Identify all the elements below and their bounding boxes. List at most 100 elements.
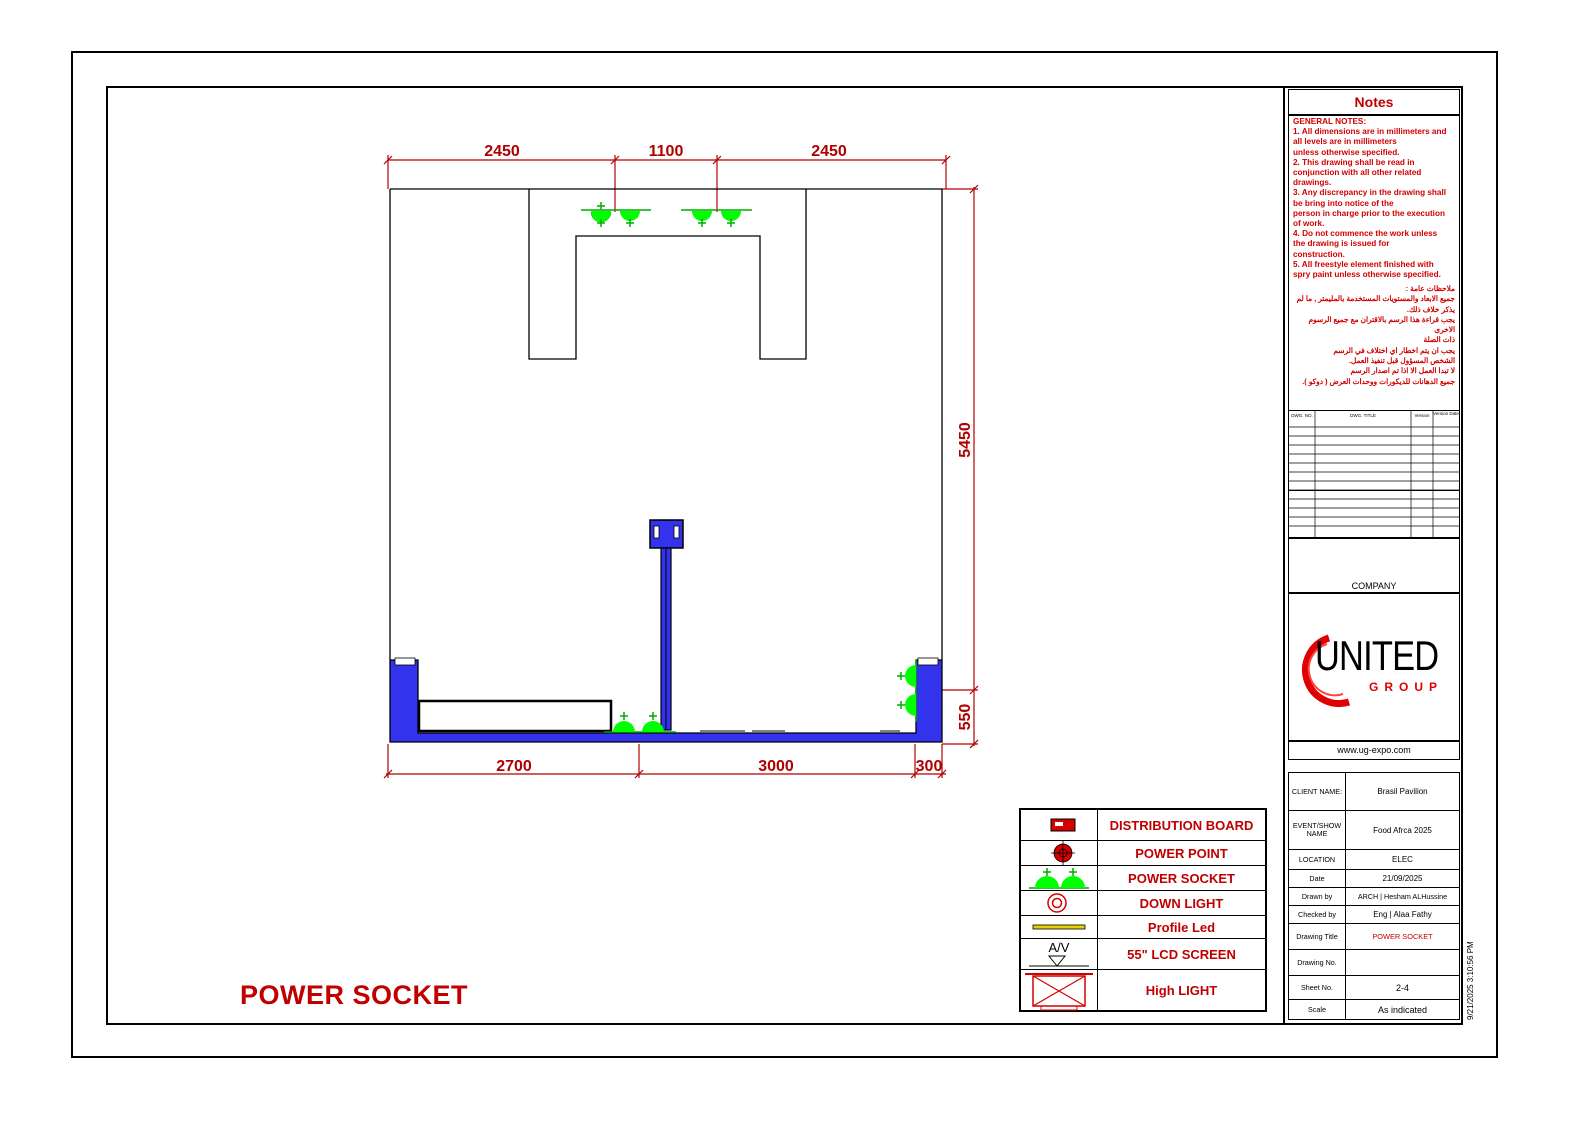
info-value: As indicated <box>1377 1004 1428 1015</box>
logo-word: UNITED <box>1315 632 1439 679</box>
legend-label: High LIGHT <box>1145 982 1218 998</box>
legend-row-down-light: DOWN LIGHT <box>1021 891 1265 916</box>
info-row-sheet-no: Sheet No. 2-4 <box>1289 976 1459 1000</box>
info-row-checked-by: Checked by Eng | Alaa Fathy <box>1289 906 1459 924</box>
website-box: www.ug-expo.com <box>1288 741 1460 760</box>
info-value: POWER SOCKET <box>1372 932 1433 941</box>
legend-label: 55" LCD SCREEN <box>1127 946 1236 962</box>
note-line: the drawing is issued for <box>1293 239 1390 249</box>
note-line: construction. <box>1293 249 1345 259</box>
info-row-location: LOCATION ELEC <box>1289 850 1459 870</box>
drawing-title: POWER SOCKET <box>240 980 469 1010</box>
dim-right-2: 550 <box>957 704 974 731</box>
info-key: Sheet No. <box>1289 976 1346 999</box>
counter-desk <box>417 699 613 733</box>
arabic-note-line: ملاحظات عامة : <box>1405 284 1455 293</box>
note-line: person in charge prior to the execution <box>1293 208 1445 218</box>
lcd-screen-stand <box>649 519 684 731</box>
top-dimension-line <box>383 155 951 212</box>
company-website: www.ug-expo.com <box>1337 745 1411 755</box>
info-key: Date <box>1289 870 1346 887</box>
info-value: 2-4 <box>1395 982 1409 993</box>
av-symbol-text: A/V <box>1049 940 1070 955</box>
legend-label: POWER SOCKET <box>1128 870 1235 886</box>
dim-bottom-2: 3000 <box>758 758 794 775</box>
note-line: be bring into notice of the <box>1293 198 1394 208</box>
info-key: LOCATION <box>1289 850 1346 869</box>
arabic-note-line: ذات الصلة <box>1423 335 1455 345</box>
sheet-outer-border <box>71 51 1498 1058</box>
info-key: Drawing No. <box>1289 950 1346 975</box>
revision-table: DWG. NO. DWG. TITLE Version Version Date <box>1288 410 1460 538</box>
info-value: Brasil Pavilion <box>1377 787 1428 796</box>
legend-row-profile-led: Profile Led <box>1021 916 1265 939</box>
arabic-note-line: الشخص المسؤول قبل تنفيذ العمل. <box>1348 356 1455 366</box>
general-notes-title: GENERAL NOTES: <box>1293 117 1367 126</box>
rev-header-no: DWG. NO. <box>1291 413 1313 418</box>
distribution-board-icon <box>1021 810 1098 840</box>
note-line: of work. <box>1293 219 1325 229</box>
rev-header-date: Version Date <box>1433 411 1459 416</box>
info-row-event: EVENT/SHOW NAME Food Afrca 2025 <box>1289 811 1459 850</box>
note-line: 3. Any discrepancy in the drawing shall <box>1293 188 1447 198</box>
rev-header-title: DWG. TITLE <box>1350 413 1376 418</box>
legend-label: DISTRIBUTION BOARD <box>1109 817 1254 833</box>
down-light-icon <box>1021 891 1098 915</box>
info-value <box>1346 950 1459 975</box>
revision-grid <box>1289 411 1459 537</box>
note-line: 5. All freestyle element finished with <box>1293 259 1434 269</box>
arabic-notes: ملاحظات عامة : جميع الابعاد والمستويات ا… <box>1293 284 1455 387</box>
dim-right-1: 5450 <box>957 422 974 458</box>
rev-header-version: Version <box>1414 413 1430 418</box>
right-dimension-line <box>940 184 979 749</box>
info-row-drawing-title: Drawing Title POWER SOCKET <box>1289 924 1459 950</box>
print-timestamp: 9/21/2025 3:10:56 PM <box>1466 941 1475 1020</box>
note-line: drawings. <box>1293 178 1332 188</box>
legend-row-power-point: POWER POINT <box>1021 841 1265 866</box>
company-logo-box: UNITED GROUP <box>1288 593 1460 741</box>
info-key: Drawn by <box>1289 888 1346 905</box>
arabic-note-line: يجب قراءة هذا الرسم بالاقتران مع جميع ال… <box>1308 314 1455 335</box>
company-label: COMPANY <box>1351 581 1397 591</box>
legend-label: POWER POINT <box>1135 845 1228 861</box>
lcd-screen-icon: A/V <box>1021 939 1098 969</box>
arabic-note-line: يذكر خلاف ذلك. <box>1406 304 1455 314</box>
sheet-inner-border <box>106 86 1463 1025</box>
info-row-date: Date 21/09/2025 <box>1289 870 1459 888</box>
legend-row-distribution-board: DISTRIBUTION BOARD <box>1021 810 1265 841</box>
notes-heading: Notes <box>1354 94 1394 110</box>
info-key: Drawing Title <box>1289 924 1346 949</box>
logo-subword: GROUP <box>1369 680 1444 694</box>
info-key: CLIENT NAME: <box>1289 773 1346 810</box>
top-power-sockets <box>581 201 752 227</box>
high-light-icon <box>1021 970 1098 1011</box>
note-line: all levels are in millimeters <box>1293 137 1397 147</box>
power-point-icon <box>1021 841 1098 865</box>
info-row-scale: Scale As indicated <box>1289 1000 1459 1019</box>
profile-led-icon <box>1021 916 1098 938</box>
right-power-sockets <box>897 660 917 722</box>
note-line: 2. This drawing shall be read in <box>1293 157 1415 167</box>
title-block: Notes GENERAL NOTES: 1. All dimensions a… <box>1283 86 1463 1025</box>
note-line: spry paint unless otherwise specified. <box>1293 270 1441 280</box>
info-key: EVENT/SHOW NAME <box>1289 811 1346 849</box>
united-group-logo <box>1301 634 1351 708</box>
general-notes: GENERAL NOTES: 1. All dimensions are in … <box>1293 117 1457 280</box>
project-info-table: CLIENT NAME: Brasil Pavilion EVENT/SHOW … <box>1288 772 1460 1020</box>
legend-table: DISTRIBUTION BOARD POWER POINT POWER SOC… <box>1019 808 1267 1012</box>
booth-outline <box>389 188 943 660</box>
info-row-client: CLIENT NAME: Brasil Pavilion <box>1289 773 1459 811</box>
legend-label: Profile Led <box>1147 919 1216 935</box>
info-value: ELEC <box>1392 855 1413 864</box>
dim-top-2: 1100 <box>649 143 684 160</box>
legend-row-power-socket: POWER SOCKET <box>1021 866 1265 891</box>
note-line: unless otherwise specified. <box>1293 147 1400 157</box>
notes-box: GENERAL NOTES: 1. All dimensions are in … <box>1288 115 1460 491</box>
info-value: Eng | Alaa Fathy <box>1373 910 1432 919</box>
dim-top-3: 2450 <box>811 143 847 160</box>
info-row-drawn-by: Drawn by ARCH | Hesham ALHussine <box>1289 888 1459 906</box>
dim-bottom-1: 2700 <box>496 758 532 775</box>
note-line: 1. All dimensions are in millimeters and <box>1293 127 1447 137</box>
info-value: 21/09/2025 <box>1382 874 1423 883</box>
